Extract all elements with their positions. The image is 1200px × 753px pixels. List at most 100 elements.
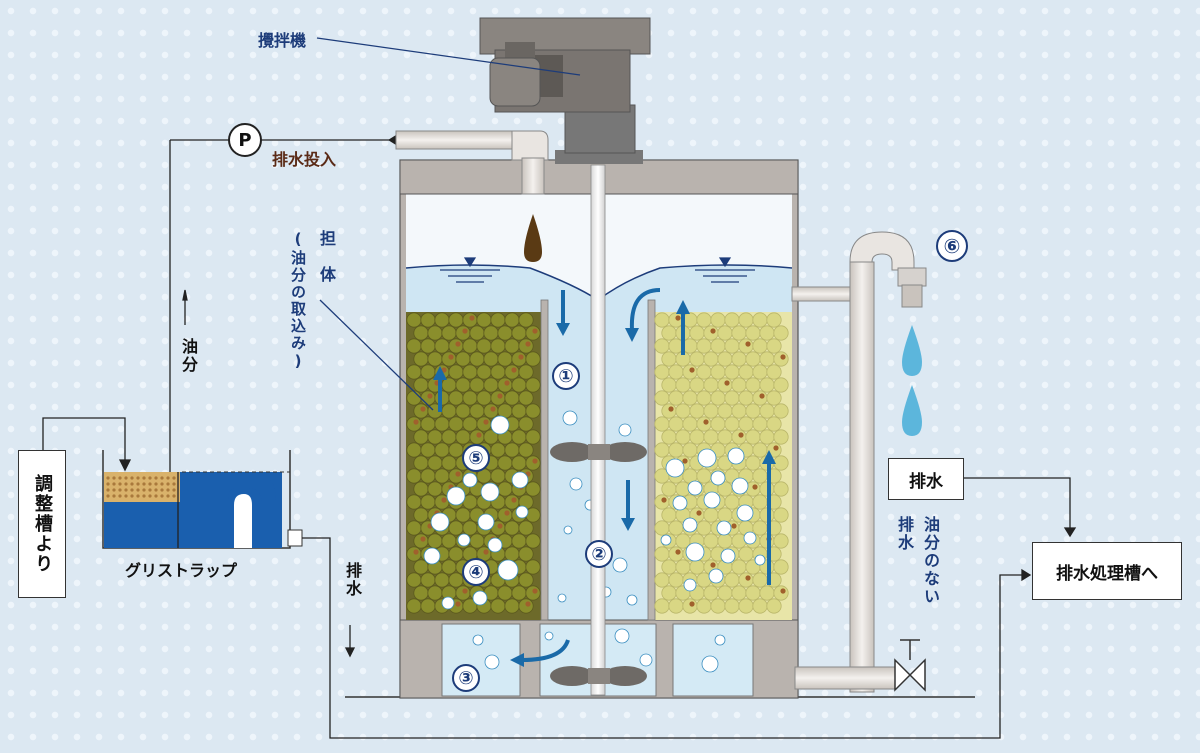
carrier-ball xyxy=(511,455,527,471)
carrier-ball xyxy=(661,351,677,367)
carrier-ball xyxy=(675,403,691,419)
oil-particle xyxy=(773,445,779,451)
oil-dot xyxy=(118,494,122,498)
carrier-ball xyxy=(766,416,782,432)
carrier-ball xyxy=(654,598,670,614)
air-bubble xyxy=(480,482,500,502)
oil-dot xyxy=(148,488,152,492)
carrier-ball xyxy=(654,364,670,380)
air-bubble xyxy=(544,631,554,641)
carrier-ball xyxy=(752,338,768,354)
carrier-ball xyxy=(455,325,471,341)
air-bubble xyxy=(569,477,583,491)
adjust-tank-box: 調整槽より xyxy=(18,450,66,598)
carrier-ball xyxy=(434,468,450,484)
carrier-ball xyxy=(668,416,684,432)
air-bubble xyxy=(731,477,749,495)
oil-particle xyxy=(661,497,667,503)
carrier-ball xyxy=(525,351,541,367)
oil-dot xyxy=(136,482,140,486)
oil-dot xyxy=(142,476,146,480)
carrier-ball xyxy=(427,455,443,471)
carrier-ball xyxy=(752,520,768,536)
carrier-ball xyxy=(469,351,485,367)
air-bubble xyxy=(612,557,628,573)
air-bubble xyxy=(639,653,653,667)
carrier-ball xyxy=(413,585,429,601)
carrier-ball xyxy=(689,559,705,575)
oil-dot xyxy=(160,476,164,480)
carrier-ball xyxy=(717,585,733,601)
oil-particle xyxy=(448,354,454,360)
carrier-ball xyxy=(413,481,429,497)
air-bubble xyxy=(497,559,519,581)
carrier-ball xyxy=(668,546,684,562)
connector-lines xyxy=(42,37,1077,739)
carrier-ball xyxy=(406,312,422,328)
oil-free-label: 油分のない xyxy=(921,516,940,606)
carrier-ball xyxy=(455,377,471,393)
carrier-ball xyxy=(766,312,782,328)
oil-particle xyxy=(420,406,426,412)
oil-dot xyxy=(124,476,128,480)
carrier-ball xyxy=(469,429,485,445)
carrier-ball xyxy=(504,390,520,406)
carrier-ball xyxy=(745,585,761,601)
carrier-ball xyxy=(696,364,712,380)
oil-particle xyxy=(497,523,503,529)
carrier-ball xyxy=(738,598,754,614)
carrier-ball xyxy=(518,598,534,614)
carrier-ball xyxy=(661,559,677,575)
carrier-ball xyxy=(525,455,541,471)
carrier-ball xyxy=(717,403,733,419)
carrier-ball xyxy=(434,442,450,458)
carrier-ball xyxy=(710,598,726,614)
pump-icon: P xyxy=(228,123,262,157)
carrier-ball xyxy=(717,533,733,549)
air-bubble xyxy=(685,542,705,562)
carrier-ball xyxy=(759,585,775,601)
carrier-ball xyxy=(654,572,670,588)
carrier-ball xyxy=(766,598,782,614)
carrier-ball xyxy=(710,416,726,432)
carrier-ball xyxy=(525,403,541,419)
carrier-ball xyxy=(497,507,513,523)
carrier-ball xyxy=(682,598,698,614)
air-bubble xyxy=(614,628,630,644)
oil-dot xyxy=(112,476,116,480)
carrier-ball xyxy=(654,442,670,458)
carrier-ball xyxy=(511,403,527,419)
droplet-icons xyxy=(902,325,922,436)
agitator-motor xyxy=(479,17,651,164)
carrier-ball xyxy=(462,390,478,406)
carrier-ball xyxy=(661,403,677,419)
carrier-ball xyxy=(738,546,754,562)
carrier-ball xyxy=(752,390,768,406)
air-bubble xyxy=(490,415,510,435)
carrier-ball xyxy=(448,468,464,484)
air-bubble xyxy=(660,534,672,546)
carrier-ball xyxy=(766,390,782,406)
oil-particle xyxy=(703,419,709,425)
oil-dot xyxy=(160,482,164,486)
carrier-ball xyxy=(511,585,527,601)
grease-trap-oil-layer xyxy=(106,476,176,498)
drain-label-left: 排水 xyxy=(343,562,362,598)
air-bubble xyxy=(477,513,495,531)
oil-particle xyxy=(455,601,461,607)
air-bubble xyxy=(687,480,703,496)
carrier-ball xyxy=(738,338,754,354)
carrier-ball xyxy=(689,429,705,445)
carrier-ball xyxy=(703,403,719,419)
carrier-ball xyxy=(420,390,436,406)
carrier-ball xyxy=(420,598,436,614)
marker-3: ③ xyxy=(452,664,480,692)
carrier-ball xyxy=(406,416,422,432)
air-bubble xyxy=(682,517,698,533)
carrier-ball xyxy=(406,390,422,406)
carrier-ball xyxy=(710,390,726,406)
oil-dot xyxy=(154,476,158,480)
oil-particle xyxy=(532,458,538,464)
oil-particle xyxy=(483,419,489,425)
oil-particle xyxy=(668,406,674,412)
